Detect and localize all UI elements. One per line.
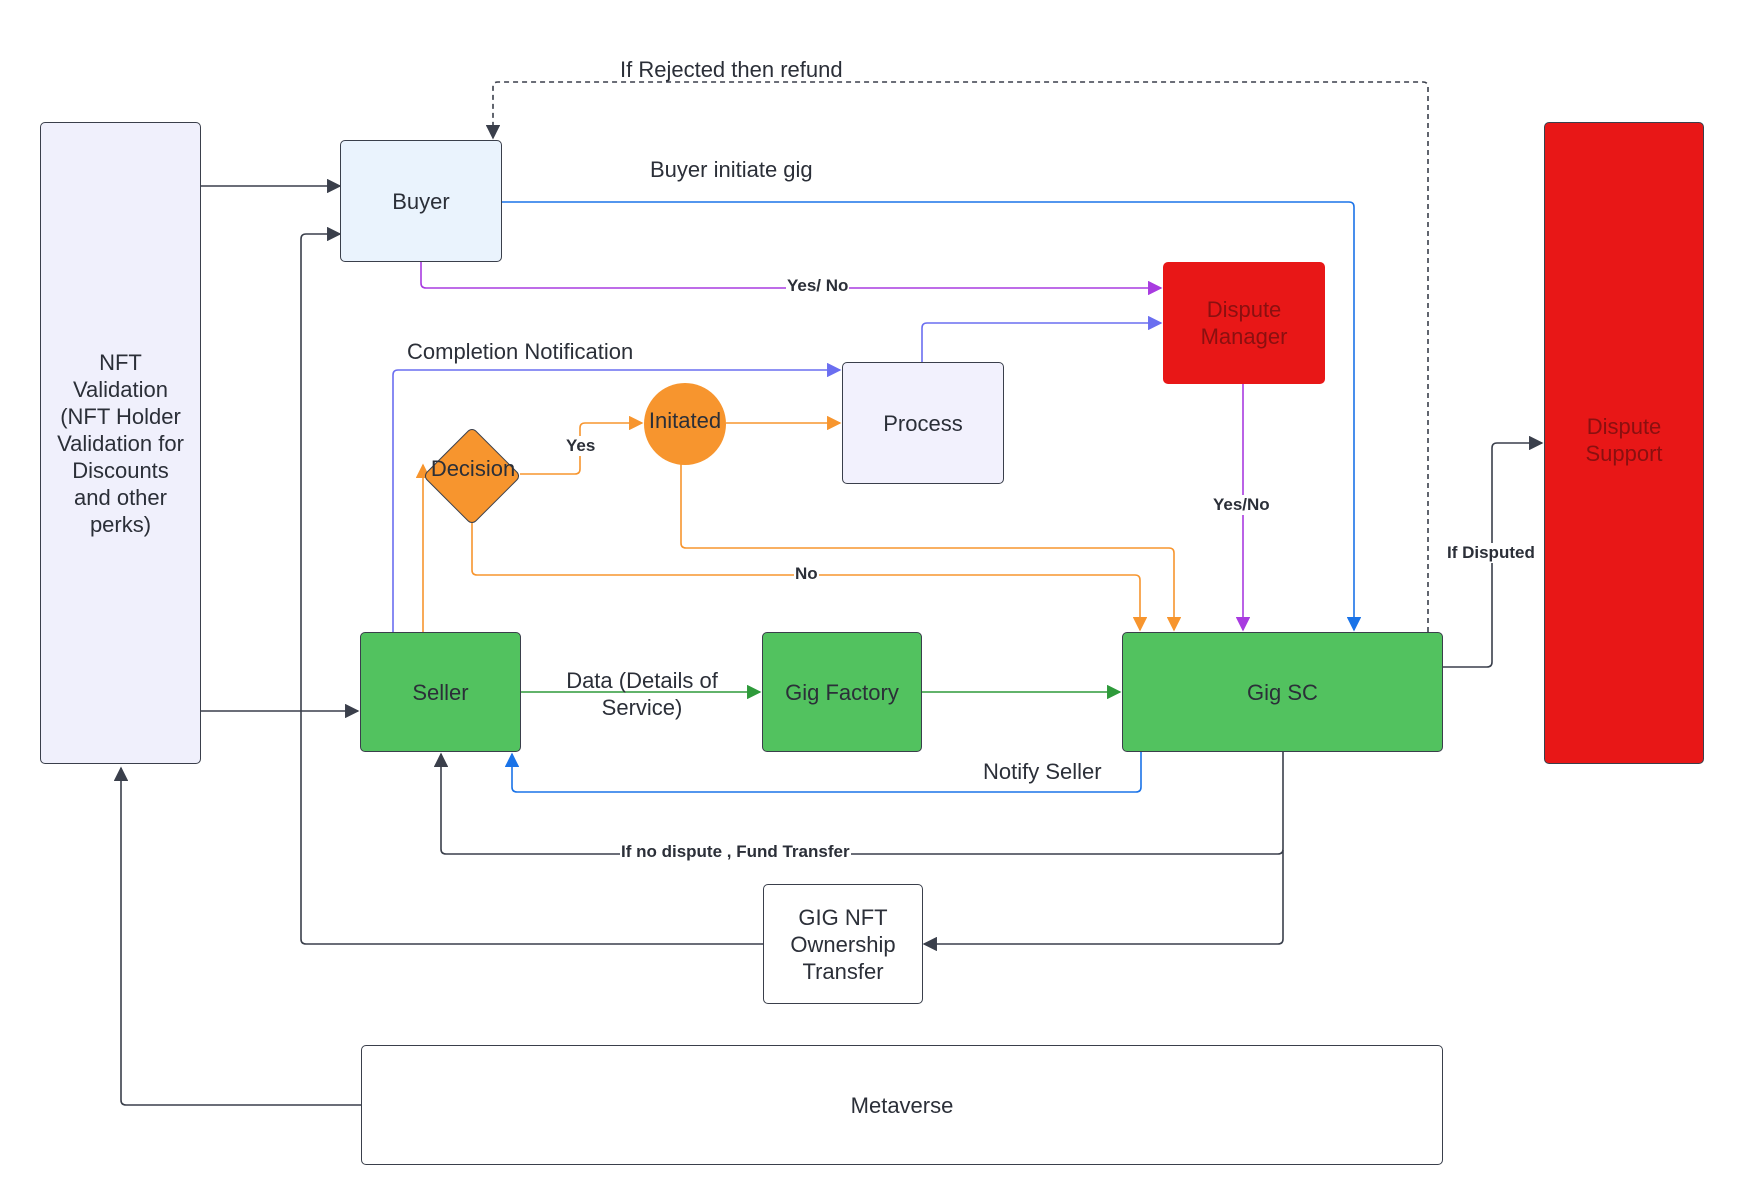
dispute-manager-node[interactable]: Dispute Manager <box>1163 262 1325 384</box>
edge-buyer-yes-no <box>420 262 1163 296</box>
initiated-circle[interactable] <box>644 383 726 465</box>
gig-factory-label: Gig Factory <box>785 679 899 705</box>
dispute-manager-text: Dispute Manager <box>1200 297 1288 349</box>
edge-notify-seller <box>504 752 1142 793</box>
label-decision-no: No <box>794 564 819 584</box>
label-manager-yes-no: Yes/No <box>1212 495 1271 515</box>
edge-metaverse-to-nft <box>113 766 361 1106</box>
label-if-disputed: If Disputed <box>1446 543 1536 563</box>
process-label: Process <box>883 410 963 436</box>
label-completion-notification: Completion Notification <box>407 339 634 364</box>
metaverse-label: Metaverse <box>850 1092 954 1118</box>
label-data-details: Data (Details of Service) <box>566 668 718 720</box>
buyer-label: Buyer <box>392 188 450 214</box>
label-notify-seller: Notify Seller <box>983 759 1102 784</box>
seller-node[interactable]: Seller <box>360 632 521 752</box>
metaverse-node[interactable]: Metaverse <box>361 1045 1443 1165</box>
gig-sc-node[interactable]: Gig SC <box>1122 632 1443 752</box>
edge-nft-transfer-to-buyer <box>300 226 763 945</box>
nft-validation-node[interactable]: NFT Validation (NFT Holder Validation fo… <box>40 122 201 764</box>
gig-nft-transfer-text: GIG NFT Ownership Transfer <box>790 904 896 984</box>
gig-nft-transfer-node[interactable]: GIG NFT Ownership Transfer <box>763 884 923 1004</box>
dispute-support-node[interactable]: Dispute Support <box>1544 122 1704 764</box>
edge-buyer-initiate-gig <box>502 201 1362 632</box>
dispute-support-text: Dispute Support <box>1585 414 1663 466</box>
label-fund-transfer: If no dispute , Fund Transfer <box>620 842 851 862</box>
nft-validation-text: NFT Validation (NFT Holder Validation fo… <box>57 349 184 537</box>
process-node[interactable]: Process <box>842 362 1004 484</box>
gig-sc-label: Gig SC <box>1247 679 1318 705</box>
label-buyer-initiate: Buyer initiate gig <box>650 157 813 182</box>
seller-label: Seller <box>412 679 469 705</box>
buyer-node[interactable]: Buyer <box>340 140 502 262</box>
gig-factory-node[interactable]: Gig Factory <box>762 632 922 752</box>
edge-initiated-to-gigsc <box>680 463 1182 632</box>
edge-process-to-manager <box>921 315 1163 362</box>
edge-completion-notification <box>392 362 842 632</box>
label-buyer-yes-no: Yes/ No <box>786 276 850 296</box>
label-decision-yes: Yes <box>565 436 597 456</box>
edge-gigsc-to-nft-transfer <box>922 850 1284 952</box>
edge-fund-transfer <box>433 752 1284 855</box>
initiated-label: Initated <box>648 408 722 433</box>
label-rejected-refund: If Rejected then refund <box>620 57 843 82</box>
decision-label: Decision <box>430 456 516 481</box>
